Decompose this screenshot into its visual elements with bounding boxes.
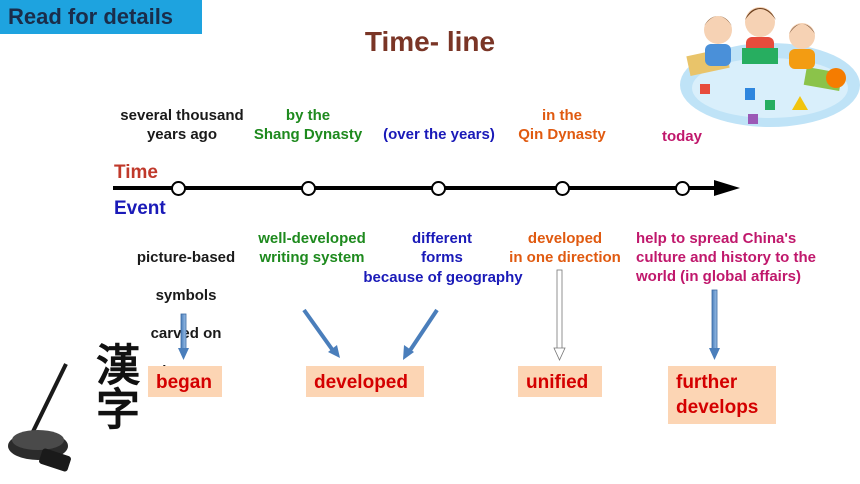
children-reading-illustration [680,7,860,127]
stage-unified-box: unified [518,366,602,397]
event-label: different forms [412,230,472,266]
time-label: today [661,128,702,145]
time-label: (over the years) [383,126,495,143]
calligraphy-characters: 漢字 [88,342,139,430]
timeline-marker [431,181,446,196]
event-label-extra: because of geography [363,269,523,286]
timeline-marker [675,181,690,196]
timeline-axis [113,180,740,196]
arrow-to-developed-right [403,308,439,360]
event-row-label: Event [114,198,166,219]
event-label: well-developed writing system [258,230,366,266]
time-row-label: Time [114,162,159,183]
page-title: Time- line [364,26,496,57]
event-label: developed in one direction [509,230,621,266]
timeline-marker [555,181,570,196]
event-label: help to spread China's culture and histo… [636,230,817,285]
ink-stone-and-brush-illustration [8,363,71,472]
stage-began-box: began [148,366,222,397]
time-label: several thousand years ago [120,107,244,143]
stage-developed-box: developed [306,366,424,397]
event-line: carved on [150,325,222,342]
arrow-to-further-develops [709,289,720,360]
event-line: picture-based [136,249,236,266]
time-label: in the Qin Dynasty [518,107,606,143]
read-for-details-badge: Read for details [0,0,202,34]
arrow-to-began [178,313,189,360]
stage-further-develops-box: further develops [668,366,776,424]
timeline-marker [171,181,186,196]
arrow-to-unified [553,269,566,361]
arrow-to-developed-left [302,308,340,358]
event-line: symbols [155,287,217,304]
timeline-marker [301,181,316,196]
time-label: by the Shang Dynasty [253,107,363,143]
